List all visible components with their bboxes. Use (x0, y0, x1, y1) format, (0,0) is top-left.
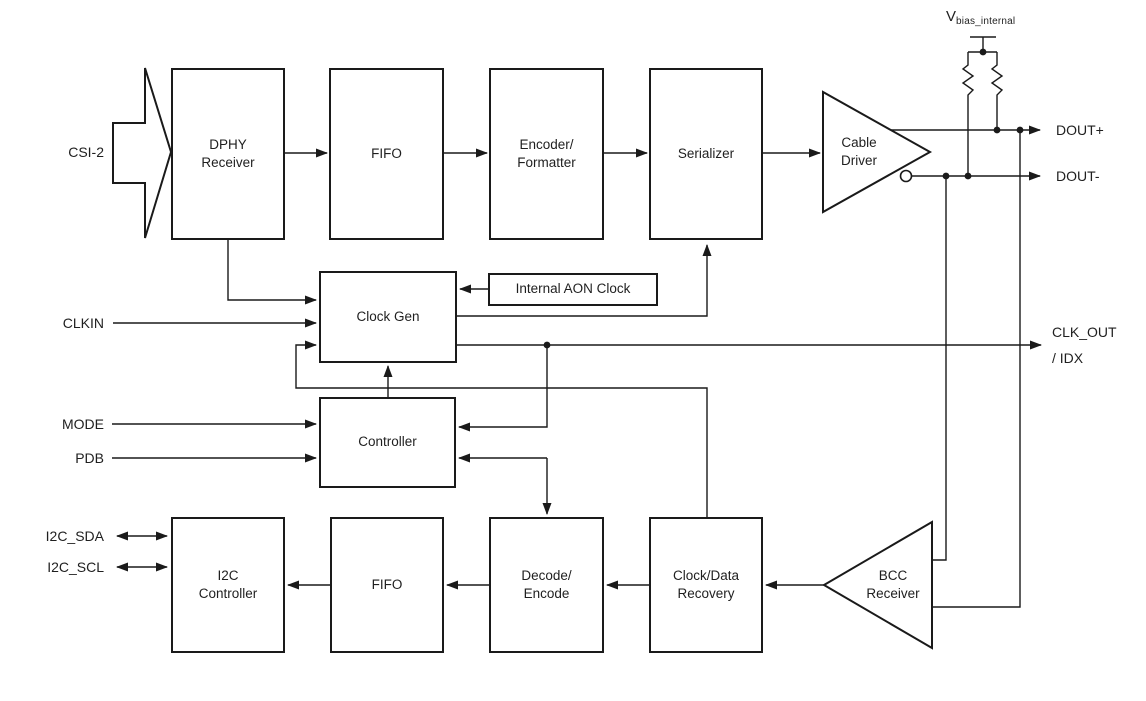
block-clock-data-recovery: Clock/Data Recovery (649, 517, 763, 653)
pin-clk-out-alt: / IDX (1052, 350, 1084, 366)
resistor-left (961, 52, 975, 176)
wire-clockgen-to-serializer (457, 244, 712, 317)
block-internal-aon-clock: Internal AON Clock (488, 273, 658, 306)
block-clock-data-recovery-label: Clock/Data Recovery (672, 567, 740, 601)
pin-i2c-sda: I2C_SDA (45, 528, 104, 544)
block-i2c-controller-label: I2C Controller (198, 567, 258, 601)
block-controller: Controller (319, 397, 456, 488)
block-fifo-top: FIFO (329, 68, 444, 240)
wire-doutplus-to-bcc (933, 130, 1021, 608)
cable-driver-triangle (822, 90, 933, 214)
inverter-bubble (899, 169, 913, 183)
block-clock-gen-label: Clock Gen (356, 308, 420, 324)
pin-i2c-scl: I2C_SCL (47, 559, 104, 575)
wire-cdr-to-clockgen (295, 340, 708, 517)
csi2-block-arrow (112, 67, 173, 239)
wire-clkout-branch-to-controller (458, 345, 548, 432)
block-encoder-formatter-label: Encoder/ Formatter (517, 136, 576, 170)
pin-clk-out: CLK_OUT (1052, 324, 1117, 340)
block-fifo-bottom-label: FIFO (371, 576, 403, 592)
signal-wires (112, 36, 1042, 608)
pin-mode: MODE (62, 416, 104, 432)
resistor-right (990, 52, 1004, 130)
block-serializer-label: Serializer (677, 145, 735, 161)
block-fifo-bottom: FIFO (330, 517, 444, 653)
block-clock-gen: Clock Gen (319, 271, 457, 363)
pin-csi2: CSI-2 (68, 144, 104, 160)
vbias-internal-label: Vbias_internal (946, 8, 1015, 27)
block-serializer: Serializer (649, 68, 763, 240)
vbias-subscript: bias_internal (956, 16, 1016, 27)
wire-doutminus-to-bcc (933, 176, 947, 561)
block-decode-encode-label: Decode/ Encode (521, 567, 572, 601)
block-encoder-formatter: Encoder/ Formatter (489, 68, 604, 240)
pin-dout-minus: DOUT- (1056, 168, 1100, 184)
vbias-prefix: V (946, 8, 957, 25)
junction-dots (543, 48, 1024, 349)
pin-dout-plus: DOUT+ (1056, 122, 1104, 138)
bcc-receiver-triangle (822, 520, 933, 650)
pin-pdb: PDB (75, 450, 104, 466)
wire-dphy-to-clockgen (227, 240, 317, 305)
block-internal-aon-clock-label: Internal AON Clock (515, 281, 631, 297)
block-dphy-receiver-label: DPHY Receiver (201, 136, 255, 170)
block-fifo-top-label: FIFO (371, 145, 402, 161)
pin-clkin: CLKIN (62, 315, 104, 331)
block-decode-encode: Decode/ Encode (489, 517, 604, 653)
block-dphy-receiver: DPHY Receiver (171, 68, 285, 240)
block-controller-label: Controller (358, 434, 417, 450)
block-i2c-controller: I2C Controller (171, 517, 285, 653)
